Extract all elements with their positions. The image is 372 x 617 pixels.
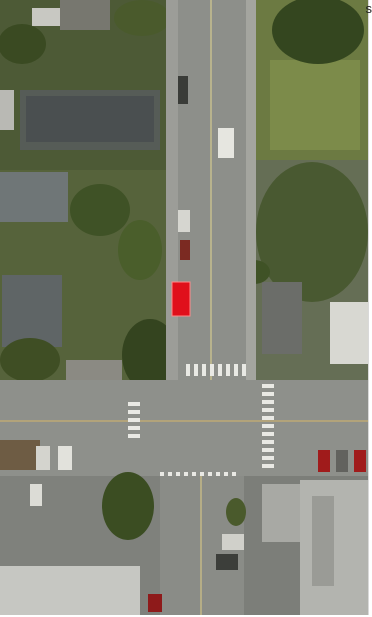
sidewalk-east [246,0,256,380]
small-building [0,90,14,130]
road-centerline [210,0,212,380]
vehicle [178,76,188,104]
vehicle [58,446,72,470]
highlight-marker[interactable] [171,281,191,317]
vehicle [36,446,50,470]
roof-detail [312,496,334,586]
building-west-lower [2,275,62,347]
vehicle [216,554,238,570]
tree [102,472,154,540]
tree [122,319,178,391]
tree [118,220,162,280]
road-centerline-crossing [0,420,368,422]
crosswalk-north [186,364,246,376]
building-southwest [0,566,140,615]
edge-glyph: s [365,1,372,16]
tree [0,24,46,64]
building-east [330,302,368,364]
small-building [60,0,110,30]
building-roof-northwest [26,96,154,142]
tree [0,338,60,382]
vehicle [178,210,190,232]
road-centerline-south [200,476,202,615]
building-southeast [262,484,300,542]
tree [114,0,170,36]
lawn-northeast [270,60,360,150]
crosswalk-east [262,384,274,468]
tree [226,498,246,526]
vehicle [336,450,348,472]
vehicle [354,450,366,472]
garden-southwest [0,440,40,470]
road-crossing [0,380,368,476]
tree [70,184,130,236]
crosswalk-west [128,402,140,438]
vehicle [222,534,244,550]
parking-east [262,282,302,354]
vehicle [148,594,162,612]
sidewalk-west [166,0,178,380]
vehicle [218,128,234,158]
vehicle [318,450,330,472]
building-west [0,172,68,222]
vehicle [180,240,190,260]
tree [272,0,364,64]
vehicle [30,484,42,506]
small-building [32,8,62,26]
